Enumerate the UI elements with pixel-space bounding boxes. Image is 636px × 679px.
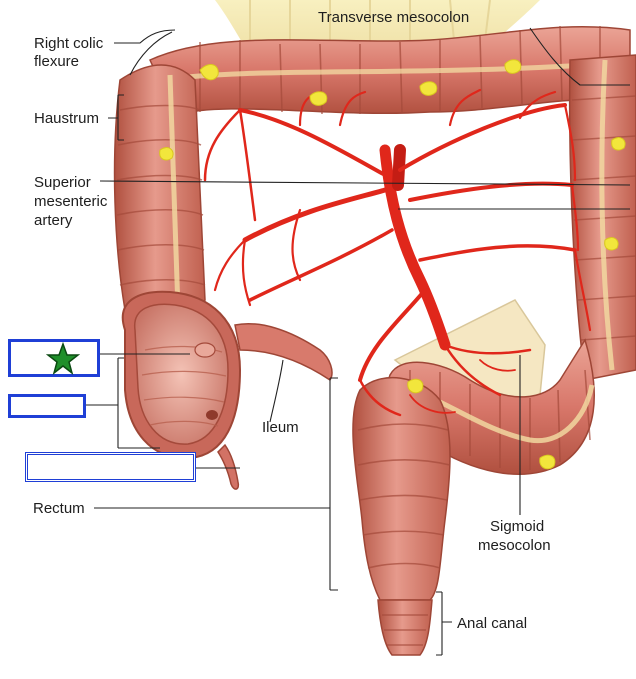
label-transverse-mesocolon: Transverse mesocolon <box>318 9 470 26</box>
cecum-shape <box>121 290 242 460</box>
anal-canal-shape <box>377 599 433 656</box>
label-sigmoid-mesocolon-line1: Sigmoid <box>490 518 545 535</box>
rectum-shape <box>352 377 451 601</box>
label-superior-mesenteric-line3: artery <box>34 212 73 229</box>
ascending-colon <box>113 64 206 326</box>
ileum-shape <box>234 323 333 382</box>
label-anal-canal: Anal canal <box>457 615 528 632</box>
label-rectum: Rectum <box>33 500 85 517</box>
answer-box-2[interactable] <box>8 394 86 418</box>
epiploic-appendices <box>159 59 626 470</box>
label-superior-mesenteric-line2: mesenteric <box>34 193 108 210</box>
label-right-colic-flexure-line1: Right colic <box>34 35 104 52</box>
label-superior-mesenteric-line1: Superior <box>34 174 91 191</box>
ileocecal-valve <box>194 342 216 358</box>
appendix-orifice <box>206 410 218 420</box>
label-haustrum: Haustrum <box>34 110 100 127</box>
answer-box-1[interactable] <box>8 339 100 377</box>
appendix-shape <box>217 443 240 490</box>
descending-colon <box>568 54 636 381</box>
leader-lines <box>86 27 631 656</box>
answer-box-3[interactable] <box>25 452 196 482</box>
label-sigmoid-mesocolon-line2: mesocolon <box>478 537 551 554</box>
label-ileum: Ileum <box>262 419 299 436</box>
anal-canal-folds <box>382 614 428 646</box>
label-right-colic-flexure-line2: flexure <box>34 53 80 70</box>
star-icon <box>46 342 80 375</box>
